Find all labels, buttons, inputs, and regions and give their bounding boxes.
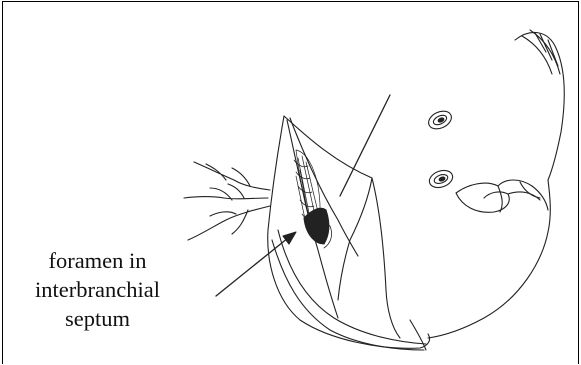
pointer-line-top (340, 95, 390, 196)
gill-flap-outer (284, 116, 372, 300)
foramen-arrow (216, 232, 296, 296)
lower-nostril (427, 167, 455, 190)
foramen-label-line2: interbranchial (20, 275, 175, 304)
foramen-label: foramen in interbranchial septum (20, 246, 175, 333)
gill-flap-inner (268, 116, 430, 348)
foramen-label-line1: foramen in (20, 246, 175, 275)
gill-tissue-left (184, 162, 270, 240)
foramen-label-line3: septum (20, 304, 175, 333)
upper-nostril (426, 108, 455, 133)
